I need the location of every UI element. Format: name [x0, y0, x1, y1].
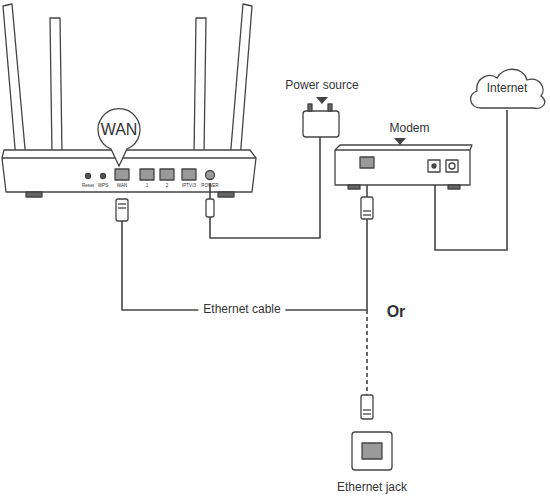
ethernet-plug: [361, 197, 373, 219]
modem-foot: [348, 185, 360, 189]
node-text: Power source: [277, 78, 367, 92]
ethernet-cable: [122, 219, 367, 310]
router-foot: [218, 192, 234, 197]
lan-port: [140, 169, 154, 180]
or-label: Or: [387, 303, 406, 321]
pointer-triangle: [316, 97, 328, 104]
power-port: [206, 171, 215, 180]
antenna: [50, 18, 62, 155]
modem-power-port: [446, 160, 458, 172]
modem-line-port: [428, 160, 440, 172]
jack-socket: [362, 443, 382, 459]
port-label: 1: [146, 183, 149, 188]
node-text: Modem: [377, 121, 429, 135]
internet-cloud: Internet: [467, 66, 547, 110]
reset-hole: [86, 174, 91, 179]
lan-port: [160, 169, 174, 180]
callout-bubble: WAN: [97, 108, 141, 152]
port-label: 2: [166, 183, 169, 188]
power-adapter: [303, 111, 339, 137]
port-label: POWER: [201, 183, 218, 188]
modem-ethernet-port: [360, 157, 374, 168]
power-plug: [206, 199, 214, 217]
connector-line: [435, 110, 507, 250]
port-label: WAN: [117, 183, 128, 188]
modem-body: [335, 145, 472, 185]
modem-foot: [448, 185, 460, 189]
ethernet-jack: Ethernet jack: [352, 432, 392, 470]
device-label: Power source: [277, 78, 367, 96]
jack-plate: [352, 432, 392, 470]
port-label: IPTV/3: [182, 183, 196, 188]
router-body: [2, 150, 256, 192]
antenna: [3, 4, 26, 160]
port-label: WPS: [98, 183, 108, 188]
port-label: Reset: [82, 183, 94, 188]
power-cable: [210, 137, 320, 238]
alternate-cable: [366, 310, 368, 395]
ethernet-plug: [116, 199, 128, 221]
iptv-port: [182, 169, 196, 180]
router-foot: [26, 192, 42, 197]
pointer-triangle: [394, 138, 406, 145]
modem-box: Modem: [335, 145, 472, 185]
cable-label: Ethernet cable: [198, 303, 285, 316]
node-text: WAN: [101, 121, 138, 139]
antenna: [194, 18, 206, 155]
ethernet-plug: [361, 395, 373, 419]
wan-port: [115, 169, 129, 180]
node-text: Internet: [487, 81, 528, 95]
node-text: Ethernet jack: [337, 480, 407, 494]
wps-hole: [101, 174, 106, 179]
antenna: [230, 4, 252, 160]
